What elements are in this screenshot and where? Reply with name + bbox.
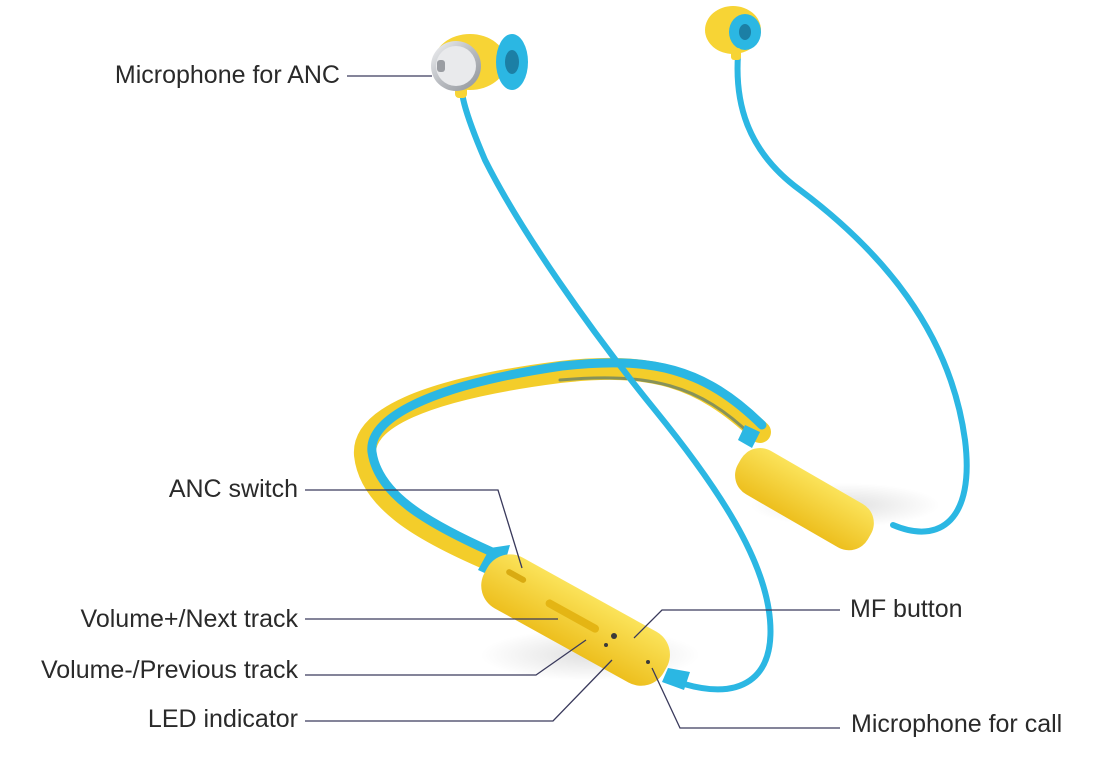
right-cable (734, 52, 970, 535)
right-control-box (735, 425, 874, 551)
leader-led (305, 659, 613, 722)
mic-call-dot (646, 660, 650, 664)
leader-mf-button (633, 609, 840, 639)
leader-mic-call (651, 667, 840, 729)
label-led-indicator: LED indicator (147, 705, 298, 733)
label-anc-switch: ANC switch (168, 475, 298, 503)
leader-anc-switch (305, 489, 523, 569)
right-earbud (705, 6, 761, 60)
left-cable (459, 87, 774, 693)
label-mf-button: MF button (850, 595, 963, 623)
neckband-inner-stripe (558, 376, 754, 438)
label-microphone-for-anc: Microphone for ANC (114, 61, 340, 89)
label-volume-up-next-track: Volume+/Next track (80, 605, 298, 633)
volume-button-slot (545, 599, 600, 633)
led-dot (604, 643, 608, 647)
left-control-box (478, 545, 690, 690)
label-microphone-for-call: Microphone for call (851, 710, 1063, 738)
leader-volume-down (305, 639, 587, 676)
anc-switch-slot (506, 569, 527, 583)
label-volume-down-previous-track: Volume-/Previous track (40, 656, 298, 684)
left-earbud (431, 34, 528, 98)
neckband-blue-edge (367, 358, 767, 557)
mf-button-dot (611, 633, 617, 639)
